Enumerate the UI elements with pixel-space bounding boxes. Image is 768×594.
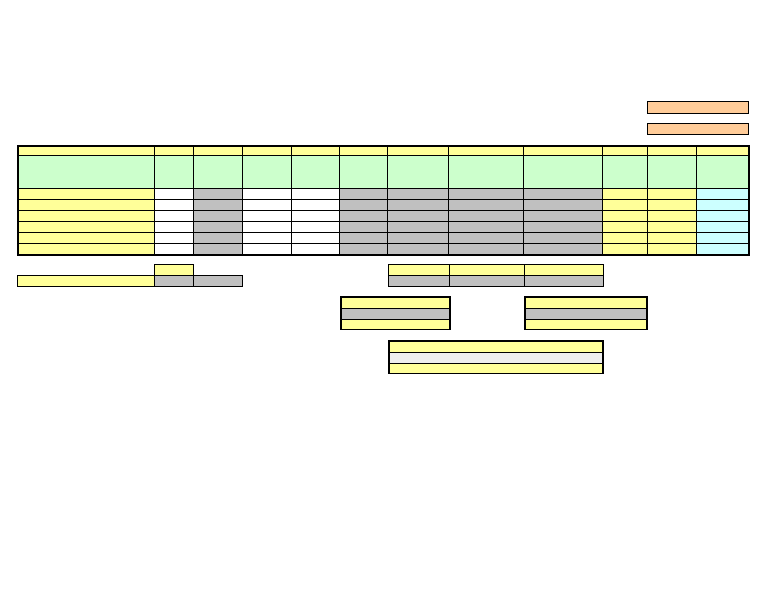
body-cell[interactable] <box>17 243 155 255</box>
header-main-cell <box>193 155 243 189</box>
header-main-cell <box>523 155 603 189</box>
body-cell[interactable] <box>193 243 243 255</box>
main-table <box>17 145 749 255</box>
result-box-b-title <box>526 298 646 309</box>
corner-field-1[interactable] <box>647 101 749 114</box>
result-box-a-footer <box>342 320 449 329</box>
result-box-c <box>388 340 604 374</box>
header-main-row <box>17 155 749 189</box>
result-box-b <box>524 296 648 330</box>
header-main-cell <box>242 155 292 189</box>
body-cell[interactable] <box>387 243 449 255</box>
body-cell[interactable] <box>154 243 194 255</box>
body-row <box>17 210 749 222</box>
body-cell[interactable] <box>602 243 648 255</box>
body-cell[interactable] <box>523 243 603 255</box>
result-box-a-value <box>342 309 449 320</box>
header-main-cell <box>339 155 388 189</box>
header-main-cell <box>291 155 340 189</box>
header-main-cell <box>17 155 155 189</box>
body-cell[interactable] <box>242 243 292 255</box>
body-cell[interactable] <box>696 243 749 255</box>
header-main-cell <box>696 155 749 189</box>
body-cell[interactable] <box>291 243 340 255</box>
header-main-cell <box>602 155 648 189</box>
result-box-b-value <box>526 309 646 320</box>
result-box-a <box>340 296 451 330</box>
header-main-cell <box>387 155 449 189</box>
result-box-c-value <box>390 353 602 364</box>
summary-right-header-row <box>388 264 604 276</box>
result-box-c-title <box>390 342 602 353</box>
body-row <box>17 199 749 211</box>
summary-left-label <box>17 275 155 287</box>
summary-right-value-row <box>388 275 604 287</box>
body-cell[interactable] <box>339 243 388 255</box>
corner-field-2[interactable] <box>647 123 749 135</box>
summary-right-value-3 <box>524 275 604 287</box>
summary-right-value-2 <box>449 275 525 287</box>
result-box-b-footer <box>526 320 646 329</box>
body-row <box>17 243 749 255</box>
result-box-a-title <box>342 298 449 309</box>
result-box-c-footer <box>390 364 602 373</box>
header-main-cell <box>448 155 524 189</box>
summary-left-row <box>17 275 243 287</box>
summary-left-value-2 <box>193 275 243 287</box>
header-main-cell <box>647 155 697 189</box>
summary-left-value-1 <box>154 275 194 287</box>
header-main-cell <box>154 155 194 189</box>
body-cell[interactable] <box>647 243 697 255</box>
summary-right-value-1 <box>388 275 450 287</box>
body-cell[interactable] <box>448 243 524 255</box>
